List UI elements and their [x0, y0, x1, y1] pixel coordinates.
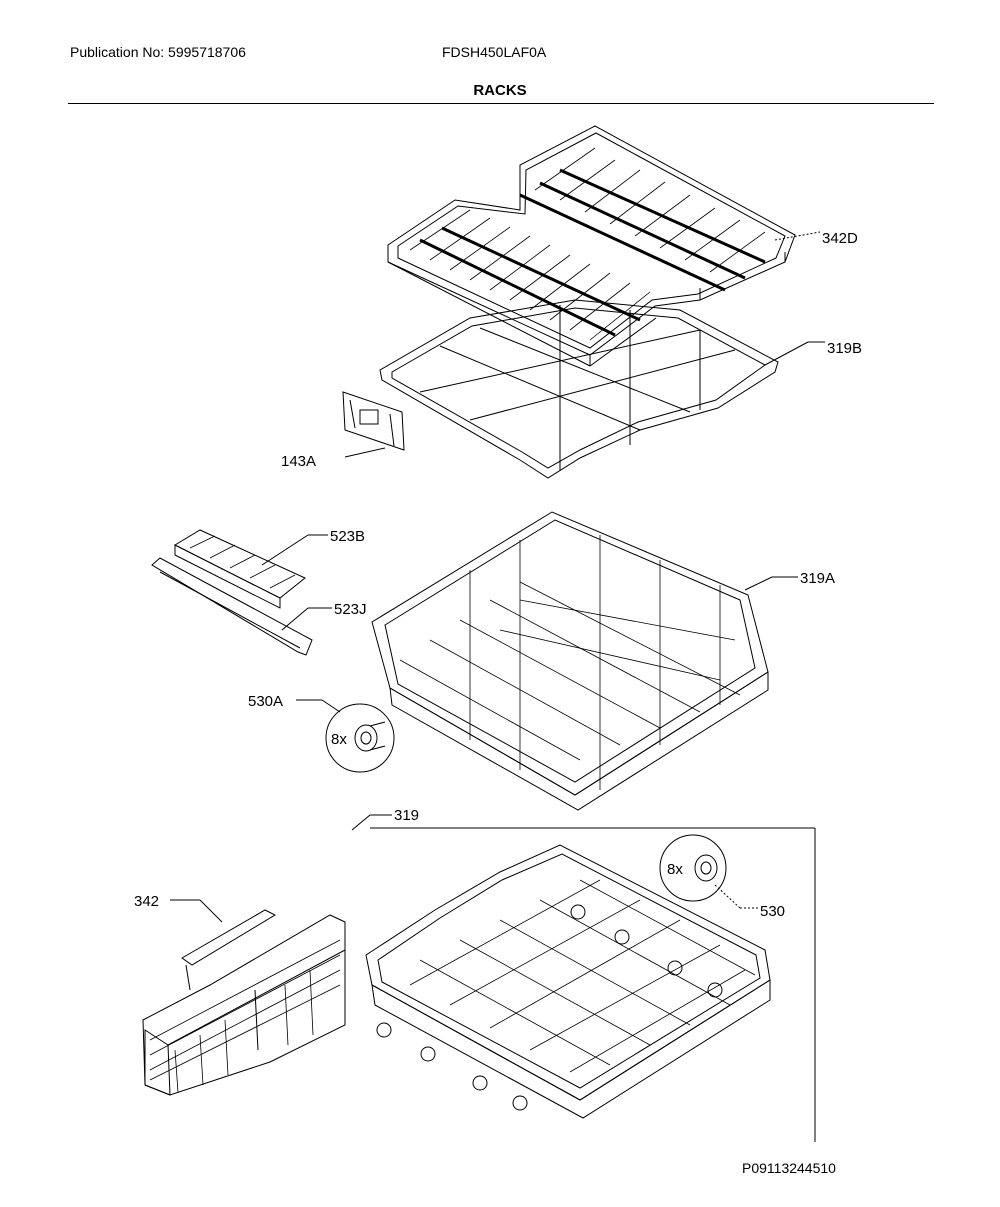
page-title: RACKS — [473, 82, 527, 99]
callout-319B: 319B — [827, 340, 862, 357]
upper-rack-frame-drawing — [379, 299, 779, 479]
lower-wheel-detail-drawing — [659, 834, 727, 902]
silverware-basket-drawing — [142, 909, 346, 1096]
upper-rack-drawing — [371, 511, 769, 811]
callout-319: 319 — [394, 807, 419, 824]
lower-rack-drawing — [365, 844, 771, 1119]
callout-530-quantity: 8x — [667, 861, 683, 878]
header-divider — [68, 103, 934, 104]
callout-342D: 342D — [822, 230, 858, 247]
leader-lines — [170, 231, 825, 1142]
model-number: FDSH450LAF0A — [442, 44, 547, 60]
diagram-code: P09113244510 — [742, 1160, 836, 1176]
callout-530A: 530A — [248, 693, 283, 710]
cup-shelf-drawing — [173, 529, 306, 609]
callout-523B: 523B — [330, 528, 365, 545]
upper-wheel-detail-drawing — [325, 703, 395, 773]
callout-143A: 143A — [281, 453, 316, 470]
callout-342: 342 — [134, 893, 159, 910]
callout-530A-quantity: 8x — [331, 731, 347, 748]
rack-clip-drawing — [342, 391, 405, 451]
callout-530: 530 — [760, 903, 785, 920]
cup-shelf-bracket-drawing — [151, 557, 313, 656]
callout-319A: 319A — [800, 570, 835, 587]
callout-523J: 523J — [334, 601, 367, 618]
publication-number: Publication No: 5995718706 — [70, 44, 246, 60]
